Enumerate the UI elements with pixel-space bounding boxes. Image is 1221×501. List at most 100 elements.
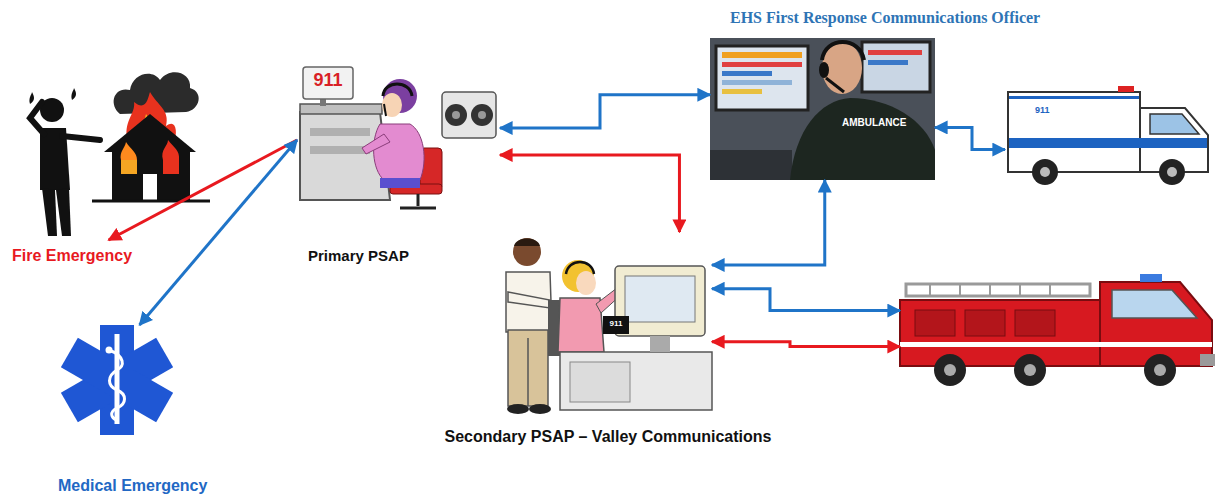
- connector-arrow: [712, 342, 900, 347]
- fire-truck-illustration: [1014, 354, 1046, 386]
- ehs-officer-photo: [822, 42, 864, 60]
- ambulance-illustration: [1008, 92, 1140, 172]
- ehs-officer-photo: [868, 60, 908, 65]
- fire-truck-illustration: [989, 284, 991, 296]
- secondary-psap-illustration: [527, 338, 529, 406]
- fire-scene-illustration: [56, 188, 71, 236]
- star-of-life-symbol: [61, 325, 173, 435]
- emergency-label: Medical Emergency: [58, 476, 228, 495]
- ambulance-illustration: [1040, 167, 1050, 177]
- ehs-officer-photo: [722, 71, 772, 76]
- secondary-psap-illustration: [603, 316, 629, 334]
- secondary-psap-illustration: [508, 330, 548, 406]
- fire-truck-illustration: [1019, 284, 1021, 296]
- ambulance-illustration: [1159, 159, 1185, 185]
- ehs-officer-photo: [722, 80, 792, 85]
- fire-scene-illustration: [92, 200, 210, 203]
- label-anchor: AMBULANCE: [842, 117, 912, 129]
- connector-arrow: [712, 289, 900, 311]
- fire-scene-illustration: [162, 140, 179, 160]
- primary-psap-illustration: [310, 146, 370, 154]
- secondary-psap-illustration: [529, 404, 551, 414]
- fire-scene-illustration: [29, 72, 210, 236]
- primary-psap-illustration: [380, 178, 420, 188]
- ehs-officer-photo: [716, 46, 808, 110]
- medical-emergency-symbol: Medical Emergency: [65, 325, 170, 435]
- secondary-psap-illustration: [566, 262, 594, 274]
- fire-truck-illustration: [959, 284, 961, 296]
- ambulance-illustration: [1167, 167, 1177, 177]
- ehs-officer-photo: [790, 98, 935, 180]
- primary-psap-illustration: [374, 124, 424, 180]
- fire-scene-illustration: [104, 114, 196, 152]
- connector-arrow: [935, 127, 1005, 149]
- fire-scene-illustration: [71, 88, 76, 100]
- secondary-psap-illustration: [513, 238, 541, 266]
- ambulance-illustration: [1032, 159, 1058, 185]
- star-of-life-symbol: [106, 347, 113, 354]
- primary-psap-illustration: [362, 134, 390, 154]
- ambulance-illustration: [1118, 86, 1134, 92]
- primary-psap-illustration: [442, 92, 496, 138]
- primary-psap-illustration: [452, 111, 460, 119]
- secondary-psap-illustration: [507, 404, 529, 414]
- fire-truck-illustration: [900, 342, 1212, 347]
- connector-arrow: [500, 95, 710, 128]
- primary-psap-illustration: [417, 194, 420, 206]
- ambulance-illustration: [1009, 96, 1139, 99]
- fire-truck: [900, 265, 1215, 385]
- ehs-officer-photo: [710, 38, 935, 180]
- connector-arrow: [500, 155, 679, 232]
- fire-scene-illustration: [121, 160, 137, 174]
- secondary-psap-illustration: [508, 292, 550, 308]
- fire-scene-illustration: [62, 136, 100, 140]
- ambulance-illustration: [1150, 114, 1199, 134]
- officer-title: EHS First Response Communications Office…: [730, 8, 1110, 27]
- ehs-officer-photo: [722, 89, 762, 94]
- fire-scene-illustration: [163, 160, 179, 174]
- emergency-label: Fire Emergency: [12, 246, 212, 265]
- primary-psap-illustration: [300, 67, 496, 208]
- ehs-officer-photo: [722, 62, 802, 67]
- fire-truck-illustration: [1112, 290, 1197, 318]
- sign-number: 911: [303, 70, 353, 91]
- primary-psap-illustration: [445, 104, 467, 126]
- connector-arrow: [140, 140, 297, 325]
- fire-truck-illustration: [915, 310, 955, 336]
- ehs-officer-photo: [826, 78, 844, 92]
- fire-scene-illustration: [143, 174, 157, 200]
- fire-scene-illustration: [42, 188, 57, 236]
- fire-emergency-scene: Fire Emergency: [15, 65, 210, 240]
- primary-psap-illustration: [478, 111, 486, 119]
- fire-scene-illustration: [121, 142, 137, 160]
- secondary-psap-illustration: [560, 352, 712, 410]
- ehs-officer-photo: [710, 38, 935, 180]
- secondary-psap-illustration: [625, 276, 695, 322]
- connector-arrow: [109, 140, 297, 240]
- primary-psap-illustration: [300, 104, 382, 114]
- ambulance: 911: [1005, 85, 1210, 180]
- fire-truck-illustration: [1154, 364, 1166, 376]
- fire-truck-illustration: [900, 300, 1100, 366]
- fire-truck-illustration: [1100, 282, 1212, 366]
- shirt-lettering: AMBULANCE: [842, 117, 912, 129]
- secondary-psap-illustration: [576, 271, 596, 295]
- vehicle-number: 911: [1035, 105, 1065, 116]
- ehs-officer-photo: [868, 50, 922, 55]
- fire-truck-illustration: [1200, 354, 1215, 366]
- ehs-officer-photo: [722, 52, 802, 58]
- ehs-officer-photo: [819, 62, 829, 78]
- secondary-psap-illustration: [514, 239, 540, 247]
- fire-truck-illustration: [900, 274, 1215, 386]
- fire-truck-illustration: [929, 284, 931, 296]
- secondary-psap-illustration: [506, 238, 712, 414]
- star-of-life-symbol: [109, 350, 125, 420]
- primary-psap-illustration: [310, 128, 370, 136]
- screen-number: 911: [603, 319, 629, 328]
- ehs-officer-photo: [710, 150, 792, 180]
- connector-arrow: [712, 180, 825, 265]
- psap-label: Secondary PSAP – Valley Communications: [408, 427, 808, 446]
- primary-psap-illustration: [303, 67, 353, 99]
